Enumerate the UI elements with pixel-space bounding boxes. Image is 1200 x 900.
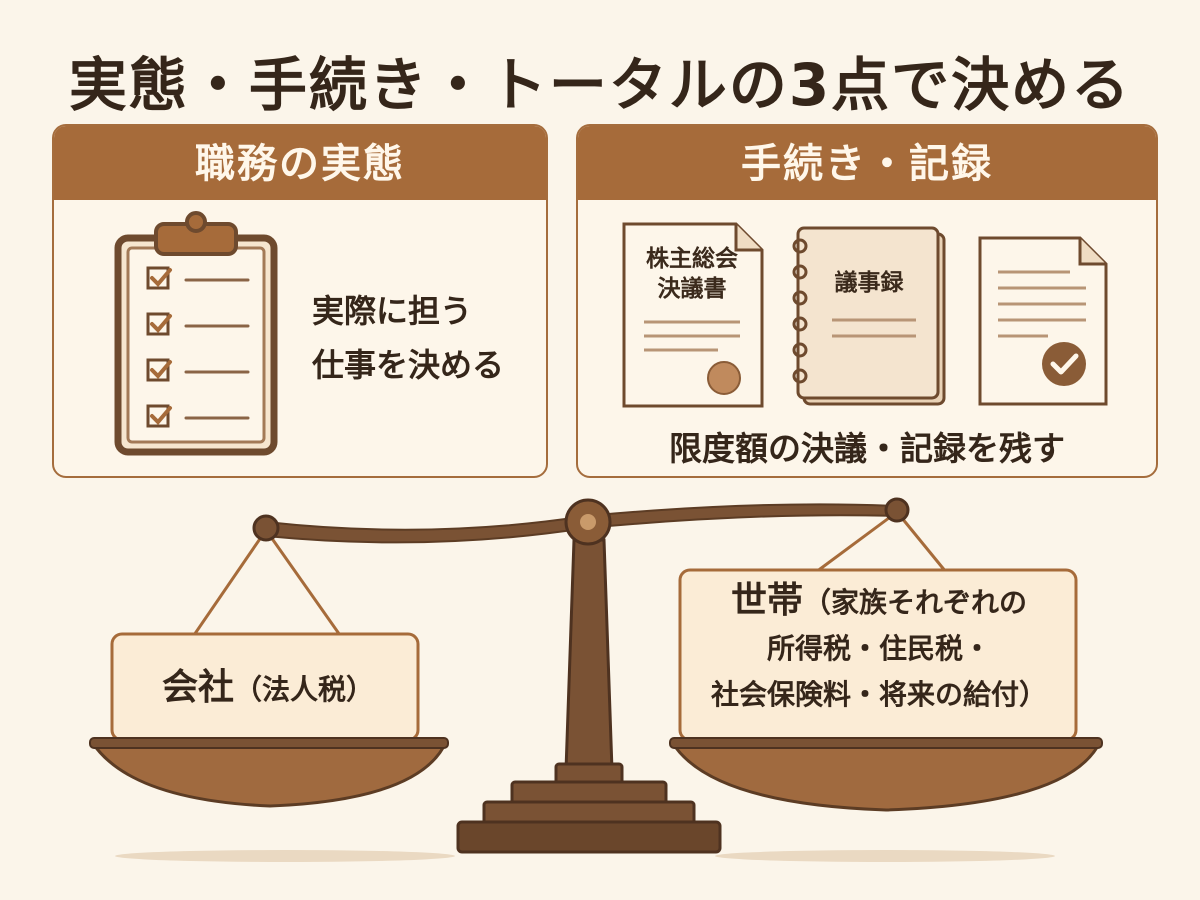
- minutes-label: 議事録: [834, 270, 904, 296]
- company-box-label: 会社（法人税）: [118, 640, 418, 736]
- household-label: 世帯: [730, 580, 803, 621]
- company-label: 会社: [161, 667, 234, 708]
- household-sub-line3: 社会保険料・将来の給付）: [710, 678, 1047, 711]
- procedure-panel: 手続き・記録: [576, 124, 1158, 478]
- resolution-label-line1: 株主総会: [646, 246, 738, 272]
- company-tax-label: （法人税）: [234, 673, 375, 706]
- clipboard-icon: [114, 211, 278, 456]
- minutes-notebook-icon: [792, 226, 946, 406]
- duties-text-line1: 実際に担う: [312, 292, 473, 330]
- duties-text-line2: 仕事を決める: [312, 346, 505, 384]
- duties-panel: 職務の実態 実際に担う 仕事を決める: [52, 124, 548, 478]
- procedure-panel-header: 手続き・記録: [578, 126, 1156, 200]
- household-box-label: 世帯（家族それぞれの 所得税・住民税・ 社会保険料・将来の給付）: [684, 578, 1074, 718]
- resolution-document-label: 株主総会 決議書: [628, 244, 756, 304]
- resolution-document-icon: [622, 222, 764, 408]
- household-sub-line1: （家族それぞれの: [803, 586, 1028, 619]
- duties-description: 実際に担う 仕事を決める: [312, 284, 532, 392]
- page-title: 実態・手続き・トータルの3点で決める: [68, 51, 1132, 119]
- household-sub-line2: 所得税・住民税・: [766, 632, 991, 665]
- resolution-label-line2: 決議書: [657, 276, 727, 302]
- approved-document-icon: [978, 236, 1108, 406]
- duties-panel-header: 職務の実態: [54, 126, 546, 200]
- procedure-caption: 限度額の決議・記録を残す: [669, 429, 1065, 468]
